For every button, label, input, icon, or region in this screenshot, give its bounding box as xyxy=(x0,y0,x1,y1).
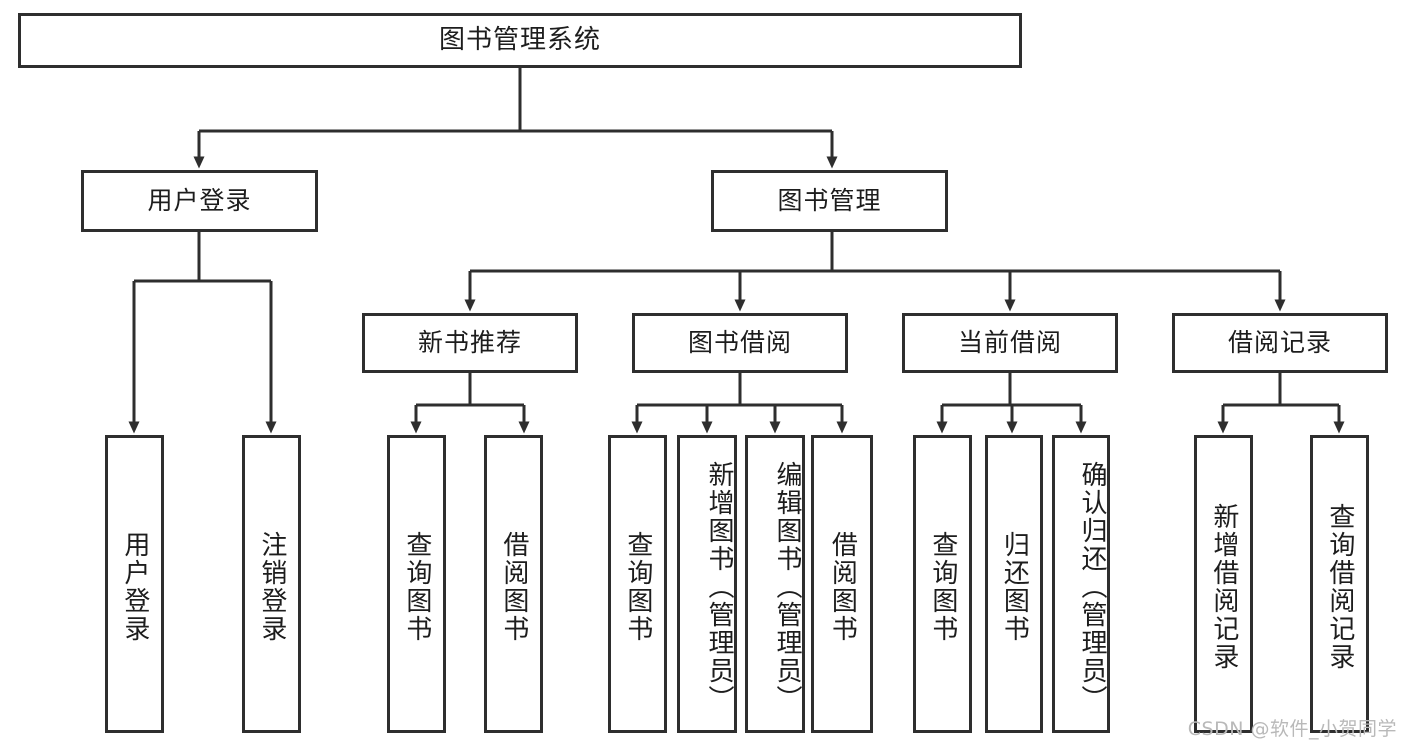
node-root[interactable]: 图书管理系统 xyxy=(18,13,1022,68)
node-book-manage[interactable]: 图书管理 xyxy=(711,170,948,232)
node-leaf-add-book[interactable]: 新增图书（管理员） xyxy=(677,435,737,733)
node-current-borrow[interactable]: 当前借阅 xyxy=(902,313,1118,373)
node-leaf-query-record[interactable]: 查询借阅记录 xyxy=(1310,435,1369,733)
node-leaf-borrow-book-2-label: 借阅图书 xyxy=(827,531,858,643)
node-leaf-query-book-2-label: 查询图书 xyxy=(622,531,653,643)
node-leaf-add-record[interactable]: 新增借阅记录 xyxy=(1194,435,1253,733)
node-book-manage-label: 图书管理 xyxy=(777,186,882,216)
node-current-borrow-label: 当前借阅 xyxy=(957,328,1062,358)
node-leaf-edit-book-label: 编辑图书（管理员） xyxy=(772,461,802,713)
node-leaf-user-login-label: 用户登录 xyxy=(119,531,150,643)
node-leaf-return-book[interactable]: 归还图书 xyxy=(985,435,1043,733)
node-book-borrow[interactable]: 图书借阅 xyxy=(632,313,848,373)
node-borrow-record-label: 借阅记录 xyxy=(1227,328,1332,358)
node-leaf-add-record-label: 新增借阅记录 xyxy=(1208,503,1239,671)
node-new-book-recommend-label: 新书推荐 xyxy=(417,328,522,358)
node-leaf-borrow-book-1-label: 借阅图书 xyxy=(498,531,529,643)
node-leaf-return-book-label: 归还图书 xyxy=(999,531,1030,643)
node-leaf-confirm-return[interactable]: 确认归还（管理员） xyxy=(1052,435,1110,733)
node-leaf-logout-login[interactable]: 注销登录 xyxy=(242,435,301,733)
node-leaf-query-book-3-label: 查询图书 xyxy=(927,531,958,643)
node-leaf-user-login[interactable]: 用户登录 xyxy=(105,435,164,733)
node-leaf-edit-book[interactable]: 编辑图书（管理员） xyxy=(745,435,805,733)
watermark-text: CSDN @软件_小贺同学 xyxy=(1187,718,1397,740)
node-root-label: 图书管理系统 xyxy=(438,25,601,56)
node-leaf-query-book-1-label: 查询图书 xyxy=(401,531,432,643)
node-leaf-query-book-3[interactable]: 查询图书 xyxy=(913,435,972,733)
node-user-login-label: 用户登录 xyxy=(147,186,252,216)
node-user-login[interactable]: 用户登录 xyxy=(81,170,318,232)
node-book-borrow-label: 图书借阅 xyxy=(687,328,792,358)
node-leaf-borrow-book-1[interactable]: 借阅图书 xyxy=(484,435,543,733)
node-borrow-record[interactable]: 借阅记录 xyxy=(1172,313,1388,373)
node-leaf-borrow-book-2[interactable]: 借阅图书 xyxy=(811,435,873,733)
node-leaf-logout-login-label: 注销登录 xyxy=(256,531,287,643)
node-leaf-query-record-label: 查询借阅记录 xyxy=(1324,503,1355,671)
node-leaf-confirm-return-label: 确认归还（管理员） xyxy=(1077,461,1107,713)
node-new-book-recommend[interactable]: 新书推荐 xyxy=(362,313,578,373)
node-leaf-add-book-label: 新增图书（管理员） xyxy=(704,461,734,713)
node-leaf-query-book-1[interactable]: 查询图书 xyxy=(387,435,446,733)
node-leaf-query-book-2[interactable]: 查询图书 xyxy=(608,435,667,733)
